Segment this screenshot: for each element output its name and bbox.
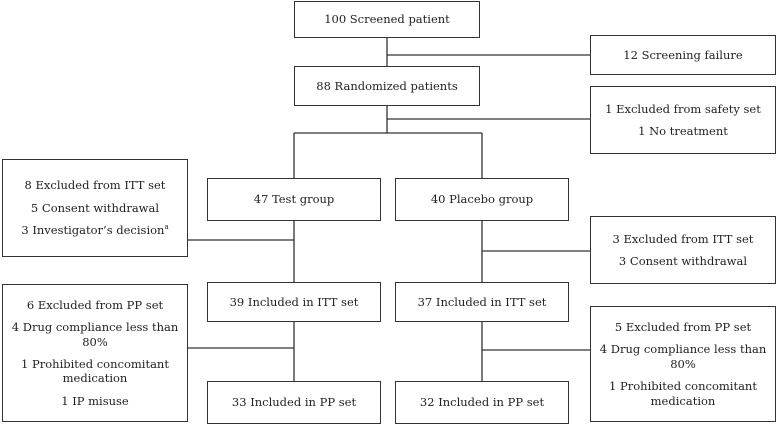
safety-excluded-box: 1 Excluded from safety set 1 No treatmen…	[590, 86, 776, 154]
right-itt-excluded-box: 3 Excluded from ITT set 3 Consent withdr…	[590, 216, 776, 284]
placebo-itt-box: 37 Included in ITT set	[395, 282, 569, 322]
test-itt-box: 39 Included in ITT set	[207, 282, 381, 322]
left-prohibited-medication-label: 1 Prohibited concomitant medication	[21, 357, 169, 386]
investigator-decision-line: 3 Investigator’s decisiona	[21, 223, 168, 237]
randomized-box: 88 Randomized patients	[294, 66, 480, 106]
screening-failure-label: 12 Screening failure	[623, 47, 743, 62]
left-itt-excluded-box: 8 Excluded from ITT set 5 Consent withdr…	[2, 159, 188, 257]
screened-label: 100 Screened patient	[324, 12, 450, 27]
screening-failure-box: 12 Screening failure	[590, 35, 776, 75]
placebo-pp-box: 32 Included in PP set	[395, 381, 569, 424]
left-pp-excluded-label: 6 Excluded from PP set	[26, 297, 164, 312]
test-pp-box: 33 Included in PP set	[207, 381, 381, 424]
placebo-itt-label: 37 Included in ITT set	[417, 294, 547, 309]
right-pp-excluded-box: 5 Excluded from PP set 4 Drug compliance…	[590, 306, 776, 422]
left-pp-excluded-box: 6 Excluded from PP set 4 Drug compliance…	[2, 284, 188, 422]
right-itt-excluded-label: 3 Excluded from ITT set	[612, 231, 754, 246]
test-itt-label: 39 Included in ITT set	[229, 294, 359, 309]
left-itt-excluded-label: 8 Excluded from ITT set	[24, 178, 166, 193]
right-consent-withdrawal-label: 3 Consent withdrawal	[618, 254, 748, 268]
test-group-box: 47 Test group	[207, 178, 381, 221]
screened-box: 100 Screened patient	[294, 1, 480, 38]
ip-misuse-label: 1 IP misuse	[61, 393, 129, 408]
placebo-pp-label: 32 Included in PP set	[419, 395, 545, 410]
footnote-marker: a	[164, 223, 169, 232]
placebo-group-box: 40 Placebo group	[395, 178, 569, 221]
investigator-decision-label: 3 Investigator’s decision	[21, 223, 165, 238]
test-pp-label: 33 Included in PP set	[231, 395, 357, 410]
no-treatment-label: 1 No treatment	[638, 124, 728, 138]
test-group-label: 47 Test group	[253, 192, 335, 207]
left-drug-compliance-label: 4 Drug compliance less than 80%	[11, 320, 179, 349]
randomized-label: 88 Randomized patients	[316, 78, 458, 93]
safety-excluded-label: 1 Excluded from safety set	[605, 101, 761, 116]
left-consent-withdrawal-label: 5 Consent withdrawal	[30, 200, 160, 215]
placebo-group-label: 40 Placebo group	[430, 192, 534, 207]
right-drug-compliance-label: 4 Drug compliance less than 80%	[599, 342, 767, 371]
right-pp-excluded-label: 5 Excluded from PP set	[614, 320, 752, 335]
right-prohibited-medication-label: 1 Prohibited concomitant medication	[609, 379, 757, 408]
